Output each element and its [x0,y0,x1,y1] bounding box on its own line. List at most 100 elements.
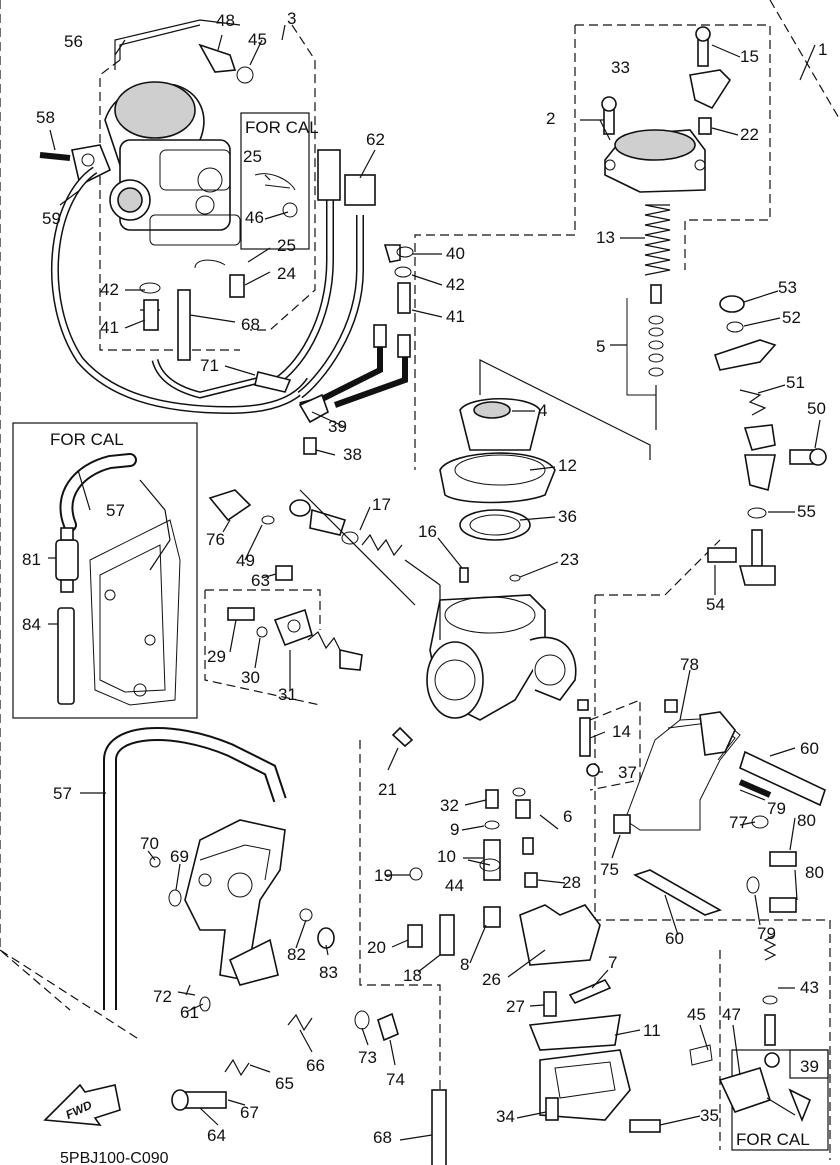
callout-66: 66 [306,1056,325,1075]
callout-30: 30 [241,668,260,687]
callout-68a: 68 [241,315,260,334]
callout-40: 40 [446,244,465,263]
callout-80a: 80 [797,811,816,830]
callout-48: 48 [216,11,235,30]
callout-43: 43 [800,978,819,997]
needle-spring [644,204,671,276]
callout-1: 1 [818,40,827,59]
notes: FOR CAL FOR CAL FOR CAL 5PBJ100-C090 [50,118,810,1165]
callout-24: 24 [277,264,296,283]
for-cal-boxes [12,112,829,1151]
callout-16: 16 [418,522,437,541]
callout-numbers: 1 2 3 4 5 6 7 8 9 10 11 12 13 14 15 16 1… [22,9,827,1147]
callout-55: 55 [797,502,816,521]
leader-lines [48,24,821,1141]
callout-84: 84 [22,615,41,634]
callout-57b: 57 [53,784,72,803]
callout-32: 32 [440,796,459,815]
callout-25a: 25 [243,147,262,166]
callout-2: 2 [546,109,555,128]
callout-82: 82 [287,945,306,964]
callout-59: 59 [42,209,61,228]
callout-41a: 41 [446,307,465,326]
callout-57a: 57 [106,501,125,520]
for-cal-note-inset: FOR CAL [50,430,124,449]
callout-39b: 39 [800,1057,819,1076]
callout-6: 6 [563,807,572,826]
callout-12: 12 [558,456,577,475]
callout-46: 46 [245,208,264,227]
callout-38: 38 [343,445,362,464]
for-cal-note-bottom: FOR CAL [736,1130,810,1149]
callout-58: 58 [36,108,55,127]
callout-15: 15 [740,47,759,66]
callout-68b: 68 [373,1128,392,1147]
callout-54: 54 [706,595,725,614]
callout-83: 83 [319,963,338,982]
callout-3: 3 [287,9,296,28]
callout-51: 51 [786,373,805,392]
callout-39a: 39 [328,417,347,436]
callout-50: 50 [807,399,826,418]
callout-23: 23 [560,550,579,569]
callout-26: 26 [482,970,501,989]
callout-37: 37 [618,763,637,782]
for-cal-inset-parts [55,453,181,706]
callout-65: 65 [275,1074,294,1093]
callout-77: 77 [729,813,748,832]
float-bowl-assembly [391,726,812,1165]
callout-25b: 25 [277,236,296,255]
callout-22: 22 [740,125,759,144]
callout-8: 8 [460,955,469,974]
callout-4: 4 [538,401,547,420]
callout-62: 62 [366,130,385,149]
fwd-direction-badge: FWD [43,1083,121,1126]
callout-44: 44 [445,876,464,895]
callout-31: 31 [278,685,297,704]
callout-17: 17 [372,495,391,514]
callout-36: 36 [558,507,577,526]
callout-60a: 60 [800,739,819,758]
callout-13: 13 [596,228,615,247]
callout-56: 56 [64,32,83,51]
callout-79b: 79 [757,924,776,943]
callout-5: 5 [596,337,605,356]
callout-70: 70 [140,834,159,853]
callout-45b: 45 [687,1005,706,1024]
carburetor-assembly-top-left [39,19,298,361]
callout-52: 52 [782,308,801,327]
throttle-cable-bracket [577,699,826,916]
callout-64: 64 [207,1126,226,1145]
callout-74: 74 [386,1070,405,1089]
callout-10: 10 [437,847,456,866]
callout-9: 9 [450,820,459,839]
callout-20: 20 [367,938,386,957]
callout-79a: 79 [767,799,786,818]
callout-35: 35 [700,1106,719,1125]
callout-7: 7 [608,953,617,972]
callout-27: 27 [506,997,525,1016]
callout-60b: 60 [665,929,684,948]
callout-19: 19 [374,866,393,885]
for-cal-note-top: FOR CAL [245,118,319,137]
callout-53: 53 [778,278,797,297]
vent-hoses [50,149,414,455]
callout-80b: 80 [805,863,824,882]
callout-71: 71 [200,356,219,375]
callout-73: 73 [358,1048,377,1067]
callout-28: 28 [562,873,581,892]
drawing-code: 5PBJ100-C090 [60,1150,169,1165]
callout-72: 72 [153,987,172,1006]
callout-81: 81 [22,550,41,569]
callout-11: 11 [643,1021,661,1040]
callout-33: 33 [611,58,630,77]
callout-76: 76 [206,530,225,549]
callout-21: 21 [378,780,397,799]
callout-41b: 41 [100,318,119,337]
callout-78: 78 [680,655,699,674]
callout-42b: 42 [446,275,465,294]
callout-45a: 45 [248,30,267,49]
